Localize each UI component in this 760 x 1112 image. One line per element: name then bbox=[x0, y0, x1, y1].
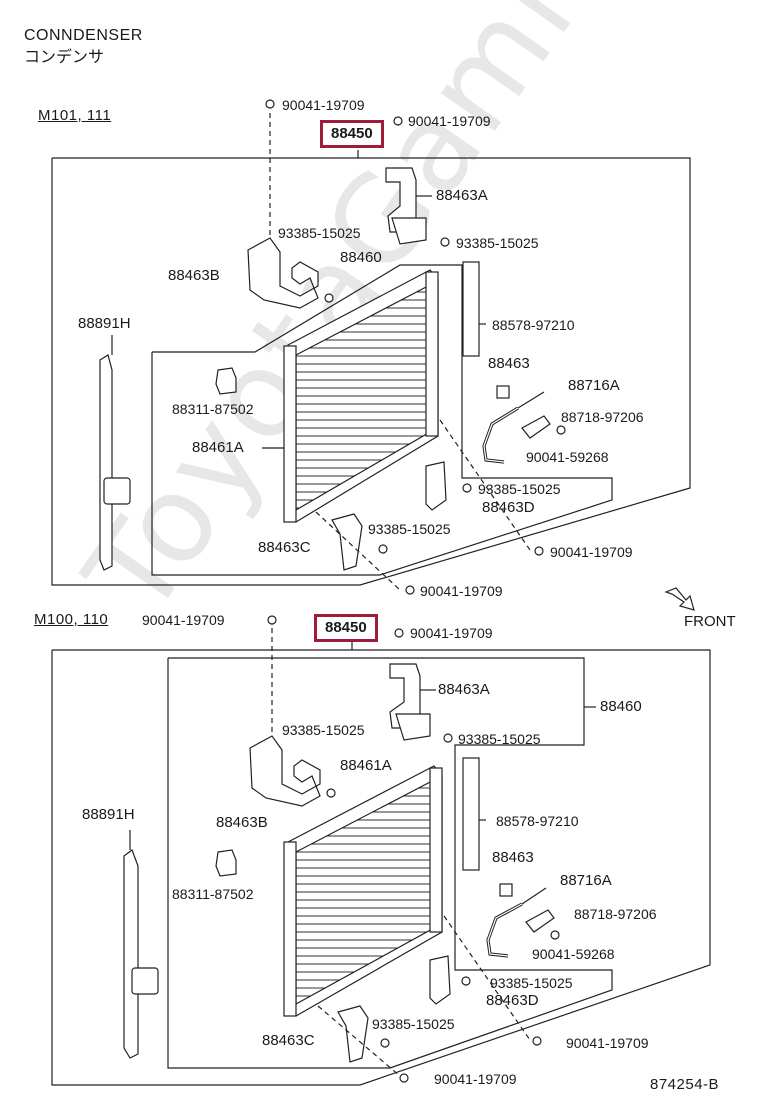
front-direction-label: FRONT bbox=[684, 613, 736, 630]
diagram-title: CONNDENSER bbox=[24, 27, 143, 44]
s1-part-condenser[interactable]: 88460 bbox=[340, 249, 382, 266]
s2-part-screw-c[interactable]: 93385-15025 bbox=[372, 1016, 455, 1032]
s2-part-side-cover[interactable]: 88891H bbox=[82, 806, 135, 823]
s1-part-screw-c[interactable]: 93385-15025 bbox=[368, 521, 451, 537]
s1-part-pipe[interactable]: 88716A bbox=[568, 377, 620, 394]
s2-part-bracket-c[interactable]: 88463C bbox=[262, 1032, 315, 1049]
s2-part-cushion[interactable]: 88311-87502 bbox=[172, 886, 254, 902]
s1-bracket-b bbox=[247, 237, 319, 309]
s1-part-bracket-b[interactable]: 88463B bbox=[168, 267, 220, 284]
s2-assembly-part-number[interactable]: 88450 bbox=[314, 614, 378, 642]
s2-part-bolt-top-left[interactable]: 90041-19709 bbox=[142, 612, 225, 628]
s1-part-bracket-c[interactable]: 88463C bbox=[258, 539, 311, 556]
diagram-subtitle: コンデンサ bbox=[24, 49, 105, 66]
s1-part-clip[interactable]: 88463 bbox=[488, 355, 530, 372]
s1-part-side-cover[interactable]: 88891H bbox=[78, 315, 131, 332]
s1-part-bolt-bottom[interactable]: 90041-19709 bbox=[420, 583, 503, 599]
s2-core bbox=[283, 765, 443, 1017]
s2-part-clamp[interactable]: 88718-97206 bbox=[574, 906, 657, 922]
section-1-art bbox=[51, 99, 691, 595]
s1-core bbox=[262, 269, 439, 523]
s2-part-bolt-bottom[interactable]: 90041-19709 bbox=[434, 1071, 517, 1087]
s2-part-bracket-b[interactable]: 88463B bbox=[216, 814, 268, 831]
s2-model-label: M100, 110 bbox=[34, 611, 109, 628]
s1-part-core[interactable]: 88461A bbox=[192, 439, 244, 456]
s2-part-pipe[interactable]: 88716A bbox=[560, 872, 612, 889]
s2-part-bolt-clamp[interactable]: 90041-59268 bbox=[532, 946, 615, 962]
s1-part-bolt-right[interactable]: 90041-19709 bbox=[550, 544, 633, 560]
s2-part-screw-d[interactable]: 93385-15025 bbox=[490, 975, 573, 991]
s1-part-clamp[interactable]: 88718-97206 bbox=[561, 409, 644, 425]
section-2-art bbox=[51, 615, 711, 1086]
s2-part-bolt-right[interactable]: 90041-19709 bbox=[566, 1035, 649, 1051]
s1-part-bolt-top-left[interactable]: 90041-19709 bbox=[282, 97, 365, 113]
s2-part-core[interactable]: 88461A bbox=[340, 757, 392, 774]
s2-bracket-a bbox=[389, 663, 436, 741]
s2-part-screw-a[interactable]: 93385-15025 bbox=[458, 731, 541, 747]
s1-model-label: M101, 111 bbox=[38, 107, 112, 124]
s2-part-seal[interactable]: 88578-97210 bbox=[496, 813, 579, 829]
s2-part-bolt-top-right[interactable]: 90041-19709 bbox=[410, 625, 493, 641]
s1-part-screw-d[interactable]: 93385-15025 bbox=[478, 481, 561, 497]
s2-part-screw-b[interactable]: 93385-15025 bbox=[282, 722, 365, 738]
s2-part-condenser[interactable]: 88460 bbox=[600, 698, 642, 715]
s2-part-bracket-d[interactable]: 88463D bbox=[486, 992, 539, 1009]
s1-bracket-a bbox=[385, 167, 432, 245]
s1-part-bolt-clamp[interactable]: 90041-59268 bbox=[526, 449, 609, 465]
s2-part-clip[interactable]: 88463 bbox=[492, 849, 534, 866]
s2-bracket-b bbox=[249, 735, 321, 807]
s1-part-bracket-d[interactable]: 88463D bbox=[482, 499, 535, 516]
s1-part-bracket-a[interactable]: 88463A bbox=[436, 187, 488, 204]
s1-side-cover bbox=[99, 335, 131, 571]
s1-part-seal[interactable]: 88578-97210 bbox=[492, 317, 575, 333]
s1-part-bolt-top-right[interactable]: 90041-19709 bbox=[408, 113, 491, 129]
s2-part-bracket-a[interactable]: 88463A bbox=[438, 681, 490, 698]
document-number: 874254-B bbox=[650, 1076, 720, 1093]
s1-part-screw-b[interactable]: 93385-15025 bbox=[278, 225, 361, 241]
s1-assembly-part-number[interactable]: 88450 bbox=[320, 120, 384, 148]
s1-part-screw-a[interactable]: 93385-15025 bbox=[456, 235, 539, 251]
front-arrow-icon bbox=[664, 587, 695, 611]
s1-part-cushion[interactable]: 88311-87502 bbox=[172, 401, 254, 417]
s2-side-cover bbox=[123, 830, 159, 1059]
